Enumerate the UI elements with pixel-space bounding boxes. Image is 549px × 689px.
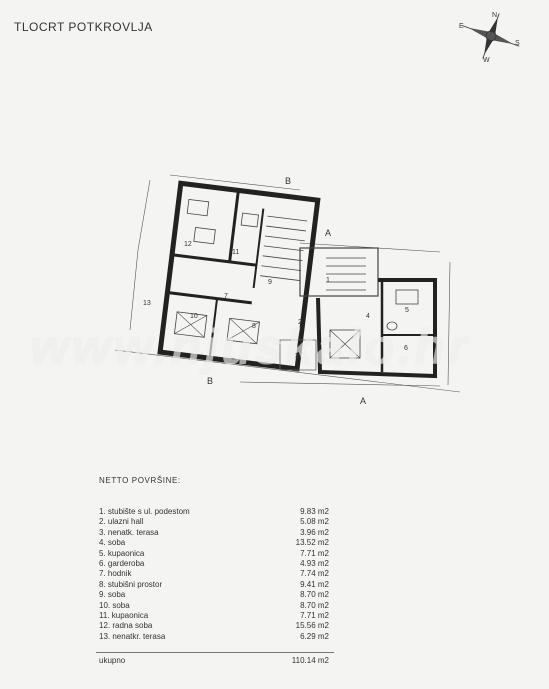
list-item: 7. hodnik 7.74 m2 (99, 569, 329, 579)
room-label-9: 9 (268, 279, 272, 286)
total-divider (96, 652, 334, 653)
room-label-3: 3 (295, 353, 299, 360)
compass-letter-w: W (483, 57, 490, 64)
section-mark-b-bottom: B (207, 376, 213, 386)
west-wing (157, 180, 321, 372)
section-mark-a-bottom: A (360, 396, 366, 406)
room-name: 6. garderoba (99, 558, 145, 568)
room-area: 7.71 m2 (300, 610, 329, 620)
room-area: 4.93 m2 (300, 558, 329, 568)
total-row: ukupno 110.14 m2 (99, 656, 329, 665)
room-area: 7.74 m2 (300, 569, 329, 579)
room-area: 6.29 m2 (300, 631, 329, 641)
room-name: 8. stubišni prostor (99, 579, 163, 589)
room-label-13: 13 (143, 300, 151, 307)
room-name: 9. soba (99, 590, 126, 600)
room-label-2: 2 (298, 319, 302, 326)
compass-letter-s: S (515, 40, 520, 47)
list-item: 5. kupaonica 7.71 m2 (99, 549, 329, 559)
room-name: 10. soba (99, 600, 130, 610)
room-label-6: 6 (404, 345, 408, 352)
room-name: 4. soba (99, 538, 126, 548)
room-area: 7.71 m2 (300, 548, 329, 558)
room-area-list: 1. stubište s ul. podestom 9.83 m2 2. ula… (99, 507, 329, 642)
room-name: 11. kupaonica (99, 610, 149, 620)
room-name: 7. hodnik (99, 569, 132, 579)
room-name: 2. ulazni hall (99, 517, 144, 527)
room-label-8: 8 (252, 323, 256, 330)
list-item: 13. nenatkr. terasa 6.29 m2 (99, 632, 329, 642)
list-item: 12. radna soba 15.56 m2 (99, 621, 329, 631)
list-item: 6. garderoba 4.93 m2 (99, 559, 329, 569)
watermark: www.njuskalo.hr (30, 319, 471, 375)
list-item: 1. stubište s ul. podestom 9.83 m2 (99, 507, 329, 517)
compass-rose-icon: N S E W (459, 12, 520, 64)
room-label-5: 5 (405, 307, 409, 314)
total-value: 110.14 m2 (291, 656, 329, 665)
section-mark-b-top: B (285, 176, 291, 186)
room-area: 13.52 m2 (295, 538, 329, 548)
room-area: 8.70 m2 (300, 600, 329, 610)
room-area: 5.08 m2 (300, 517, 329, 527)
room-area: 3.96 m2 (300, 527, 329, 537)
room-label-10: 10 (190, 313, 198, 320)
room-label-4: 4 (366, 313, 370, 320)
room-area: 8.70 m2 (300, 590, 329, 600)
room-name: 1. stubište s ul. podestom (99, 507, 190, 516)
room-label-11: 11 (232, 249, 239, 256)
list-item: 8. stubišni prostor 9.41 m2 (99, 580, 329, 590)
section-mark-a-top: A (325, 228, 331, 238)
compass-letter-e: E (459, 23, 464, 30)
list-item: 3. nenatk. terasa 3.96 m2 (99, 528, 329, 538)
list-item: 10. soba 8.70 m2 (99, 601, 329, 611)
room-area: 15.56 m2 (295, 621, 329, 631)
list-item: 2. ulazni hall 5.08 m2 (99, 517, 329, 527)
list-item: 11. kupaonica 7.71 m2 (99, 611, 329, 621)
room-name: 5. kupaonica (99, 548, 145, 558)
room-area: 9.83 m2 (300, 507, 329, 516)
room-label-7: 7 (224, 293, 228, 300)
compass-letter-n: N (492, 12, 497, 19)
page-title: TLOCRT POTKROVLJA (14, 20, 153, 34)
room-name: 12. radna soba (99, 621, 153, 631)
areas-heading: NETTO POVRŠINE: (99, 476, 181, 485)
floor-plan: B B A A 12 11 9 7 10 13 2 1 4 5 3 8 6 (114, 174, 461, 406)
room-area: 9.41 m2 (300, 579, 329, 589)
room-name: 13. nenatkr. terasa (99, 631, 166, 641)
east-wing (279, 247, 437, 379)
room-label-1: 1 (326, 277, 330, 284)
list-item: 4. soba 13.52 m2 (99, 538, 329, 548)
list-item: 9. soba 8.70 m2 (99, 590, 329, 600)
total-label: ukupno (99, 656, 126, 665)
room-name: 3. nenatk. terasa (99, 527, 159, 537)
room-label-12: 12 (184, 241, 192, 248)
